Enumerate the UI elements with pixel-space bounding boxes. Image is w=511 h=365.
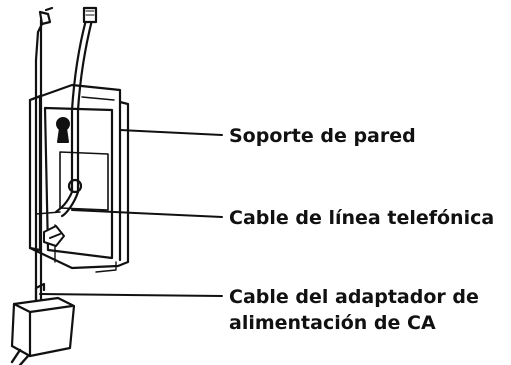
- label-phone-line-cable: Cable de línea telefónica: [229, 207, 495, 229]
- label-ac-adapter-cable-line1: Cable del adaptador de: [229, 286, 479, 308]
- phone-line-cable: [54, 6, 98, 218]
- plug-connectors: [35, 211, 65, 247]
- ac-adapter: [10, 282, 76, 365]
- keyhole-slot: [56, 117, 70, 143]
- leader-line-phone-line: [71, 209, 223, 218]
- label-ac-adapter-cable: Cable del adaptador de alimentación de C…: [229, 284, 479, 336]
- label-wall-bracket: Soporte de pared: [229, 125, 416, 147]
- label-ac-adapter-cable-line2: alimentación de CA: [229, 312, 436, 334]
- leader-lines: [39, 129, 223, 297]
- ac-adapter-cable: [34, 6, 54, 302]
- leader-line-wall-bracket: [119, 129, 223, 136]
- leader-line-ac-adapter: [39, 293, 223, 297]
